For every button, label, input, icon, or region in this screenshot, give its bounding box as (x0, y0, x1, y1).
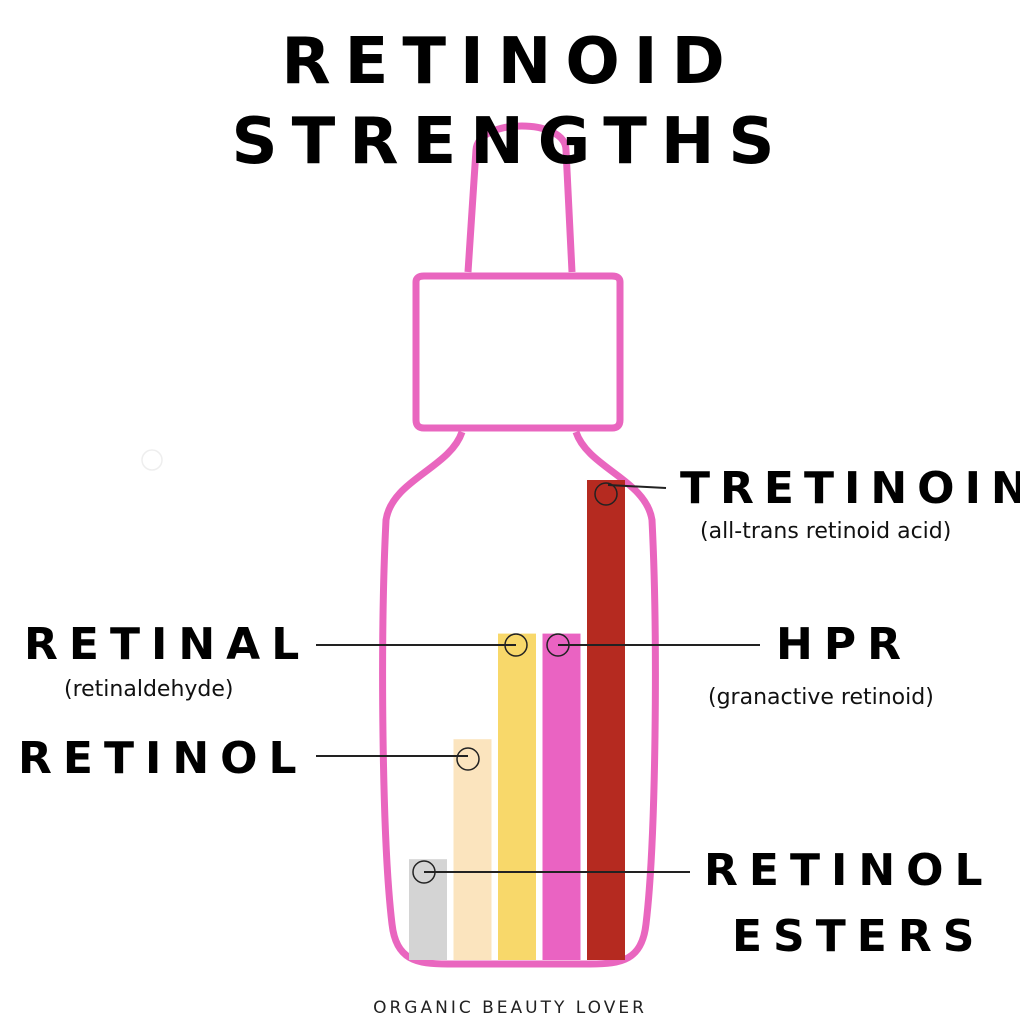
chart-title: RETINOID STRENGTHS (231, 25, 789, 179)
dropper-cap (412, 272, 624, 432)
sublabel-retinal: (retinaldehyde) (64, 677, 234, 702)
bars-group (409, 480, 625, 960)
label-hpr: HPR (776, 619, 912, 670)
label-retinol: RETINOL (18, 733, 308, 784)
label-retinal: RETINAL (24, 619, 311, 670)
marker-hpr (546, 633, 570, 657)
bottle-body (379, 430, 659, 968)
dropper-bulb (464, 122, 576, 273)
bar-retinol (453, 739, 492, 960)
marker-tretinoin (594, 482, 618, 506)
sublabel-hpr: (granactive retinoid) (708, 685, 934, 710)
bar-retinol-esters (409, 859, 447, 960)
bar-tretinoin (587, 480, 625, 960)
sublabel-tretinoin: (all-trans retinoid acid) (700, 519, 952, 544)
label-retinol-esters-line1: RETINOL (704, 845, 994, 896)
marker-retinol (456, 747, 480, 771)
connector-tretinoin (607, 484, 667, 489)
label-retinol-esters-line2: ESTERS (732, 911, 986, 962)
decorative-dot (141, 449, 163, 471)
marker-retinol-esters (412, 860, 436, 884)
bar-retinal (498, 633, 536, 960)
label-tretinoin: TRETINOIN (680, 463, 1020, 514)
marker-retinal (504, 633, 528, 657)
footer-brand: ORGANIC BEAUTY LOVER (373, 998, 647, 1018)
bar-hpr (542, 633, 581, 960)
